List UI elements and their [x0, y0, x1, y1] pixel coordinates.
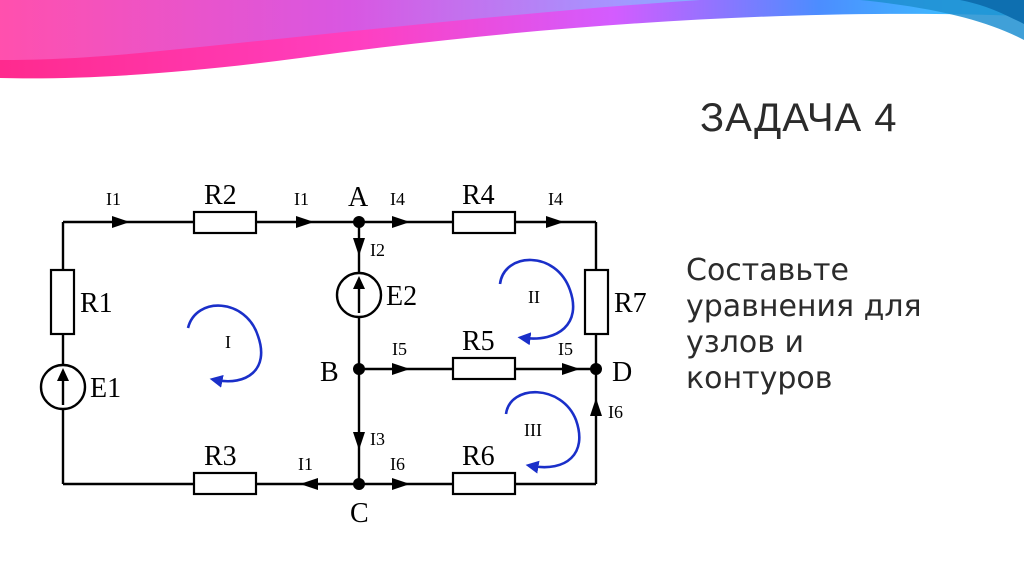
label-i4-left: I4 — [390, 189, 405, 209]
resistor-r2 — [192, 210, 258, 235]
resistor-r5 — [451, 356, 517, 381]
label-e1: E1 — [90, 373, 121, 404]
label-r2: R2 — [204, 180, 237, 211]
label-node-d: D — [612, 357, 632, 388]
label-r6: R6 — [462, 441, 495, 472]
wires — [61, 220, 598, 486]
node-d-dot — [590, 363, 602, 375]
label-loop-ii: II — [528, 287, 540, 307]
label-r3: R3 — [204, 441, 237, 472]
label-r4: R4 — [462, 180, 495, 211]
label-loop-i: I — [225, 332, 231, 352]
node-c-dot — [353, 478, 365, 490]
label-node-a: A — [348, 182, 369, 213]
label-i5-right: I5 — [558, 339, 573, 359]
arrow-i3 — [353, 432, 365, 450]
arrow-i6-bottom — [392, 478, 410, 490]
task-line-4: контуров — [686, 361, 833, 396]
label-i1-bottom: I1 — [298, 454, 313, 474]
arrow-i4-left — [392, 216, 410, 228]
decorative-ribbon — [0, 0, 1024, 79]
node-b-dot — [353, 363, 365, 375]
resistor-r7 — [583, 268, 610, 336]
label-i4-right: I4 — [548, 189, 563, 209]
label-i6-bottom: I6 — [390, 454, 405, 474]
label-r5: R5 — [462, 326, 495, 357]
resistor-r4 — [451, 210, 517, 235]
label-e2: E2 — [386, 281, 417, 312]
label-r1: R1 — [80, 288, 113, 319]
label-i3: I3 — [370, 429, 385, 449]
label-i5-left: I5 — [392, 339, 407, 359]
label-i1-top-right: I1 — [294, 189, 309, 209]
arrow-i2 — [353, 238, 365, 256]
label-i1-top-left: I1 — [106, 189, 121, 209]
arrow-i4-right — [546, 216, 564, 228]
label-i6-right: I6 — [608, 402, 623, 422]
task-line-2: уравнения для — [686, 289, 922, 324]
label-i2: I2 — [370, 240, 385, 260]
arrow-i6-right — [590, 398, 602, 416]
slide-title: ЗАДАЧА 4 — [700, 96, 898, 140]
arrow-i1-top-left — [112, 216, 130, 228]
resistor-r3 — [192, 471, 258, 496]
arrow-i1-top-right — [296, 216, 314, 228]
loop-arrow-iii — [504, 390, 581, 474]
arrow-i1-bottom — [300, 478, 318, 490]
task-text: Составьте уравнения для узлов и контуров — [686, 253, 1006, 397]
label-node-c: C — [350, 498, 369, 529]
node-a-dot — [353, 216, 365, 228]
loop-arrow-i — [186, 304, 263, 388]
task-line-1: Составьте — [686, 253, 849, 288]
resistor-r6 — [451, 471, 517, 496]
label-loop-iii: III — [524, 420, 542, 440]
label-r7: R7 — [614, 288, 647, 319]
label-node-b: B — [320, 357, 339, 388]
task-line-3: узлов и — [686, 325, 804, 360]
source-e2 — [335, 271, 383, 319]
arrow-i5-left — [392, 363, 410, 375]
loop-arrow-ii — [498, 258, 575, 346]
arrow-i5-right — [562, 363, 580, 375]
resistor-r1 — [49, 268, 76, 336]
source-e1 — [39, 363, 87, 411]
